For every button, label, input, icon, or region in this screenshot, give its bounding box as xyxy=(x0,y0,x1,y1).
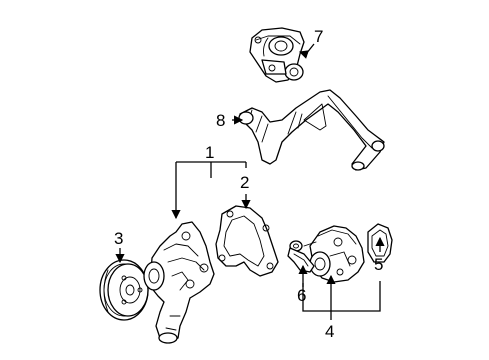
leader-lines xyxy=(115,43,385,320)
pump-gasket[interactable] xyxy=(215,205,279,277)
water-pump[interactable] xyxy=(289,225,365,283)
water-pump-assembly[interactable] xyxy=(143,221,215,344)
thermostat-housing[interactable] xyxy=(249,27,305,83)
pulley[interactable] xyxy=(99,259,149,321)
coolant-pipe-hose[interactable] xyxy=(238,89,385,171)
callout-3[interactable]: 3 xyxy=(114,229,123,248)
callout-8[interactable]: 8 xyxy=(216,111,225,130)
callout-6[interactable]: 6 xyxy=(297,286,306,305)
callout-7[interactable]: 7 xyxy=(314,27,323,46)
callout-5[interactable]: 5 xyxy=(374,255,383,274)
callout-2[interactable]: 2 xyxy=(240,173,249,192)
callout-1[interactable]: 1 xyxy=(205,143,214,162)
callout-4[interactable]: 4 xyxy=(325,322,334,341)
